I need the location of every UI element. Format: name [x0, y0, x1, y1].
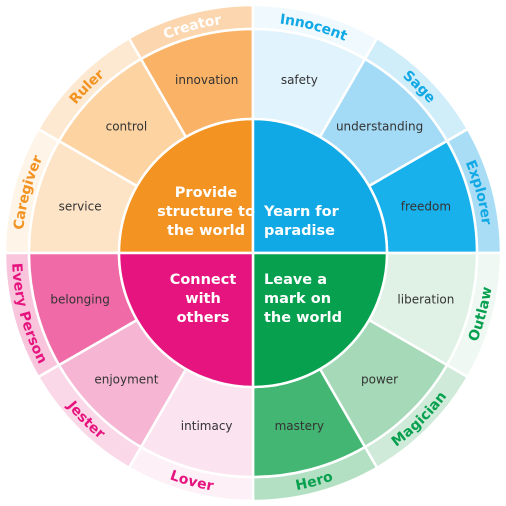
- trait-every-person: belonging: [50, 292, 109, 306]
- trait-innocent: safety: [281, 73, 318, 87]
- trait-jester: enjoyment: [94, 373, 158, 387]
- quadrant-paradise: [251, 117, 389, 255]
- inner-ring: [27, 27, 479, 479]
- trait-explorer: freedom: [401, 200, 451, 214]
- quadrant-structure: [117, 117, 255, 255]
- quadrant-mark: [251, 251, 389, 389]
- trait-creator: innovation: [175, 73, 238, 87]
- center-quadrants: [117, 117, 389, 389]
- trait-ruler: control: [106, 119, 148, 133]
- trait-magician: power: [361, 373, 398, 387]
- quadrant-connect: [117, 251, 255, 389]
- trait-lover: intimacy: [181, 419, 233, 433]
- trait-sage: understanding: [336, 119, 423, 133]
- trait-outlaw: liberation: [397, 292, 454, 306]
- outer-ring: [3, 3, 503, 503]
- trait-caregiver: service: [59, 200, 102, 214]
- trait-hero: mastery: [275, 419, 324, 433]
